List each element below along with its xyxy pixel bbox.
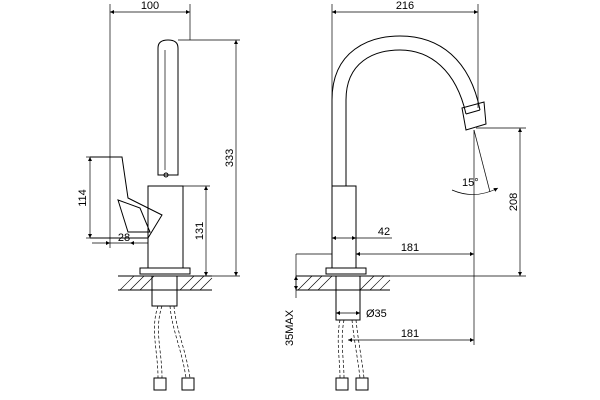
- right-hose-2b: [355, 319, 365, 379]
- right-spout-tip: [461, 101, 487, 131]
- left-hose-2: [169, 305, 187, 379]
- right-hose-1b: [341, 319, 345, 379]
- right-hose-nut-1: [335, 377, 349, 391]
- dim-label-100: 100: [141, 0, 159, 12]
- angle-arc: [451, 187, 499, 195]
- dim-label-114: 114: [77, 189, 89, 207]
- left-hose-nut-2: [181, 377, 195, 391]
- right-view: 216 208 15° 42 181 Ø35 181 35MAX: [284, 0, 526, 391]
- left-hose-1b: [158, 305, 163, 379]
- right-hose-2: [351, 319, 361, 379]
- right-counter-hatch: [296, 275, 391, 291]
- left-handle-lever: [90, 156, 163, 239]
- right-spout-outer: [331, 35, 481, 186]
- left-base-plate: [139, 267, 191, 275]
- dim-label-28: 28: [118, 232, 130, 244]
- left-hose-1: [154, 305, 159, 379]
- right-base-plate: [325, 267, 367, 275]
- left-handle-knob: [117, 199, 151, 233]
- left-aerator-dot: [163, 172, 169, 178]
- left-view: 100 333 114 131 28: [77, 0, 240, 391]
- right-shank: [335, 275, 361, 321]
- left-hose-nut-1: [153, 377, 167, 391]
- left-hose-2b: [173, 305, 191, 379]
- right-hose-1: [337, 319, 341, 379]
- left-shank: [151, 275, 178, 307]
- dim-label-131: 131: [194, 222, 206, 240]
- right-spout-inner: [345, 49, 467, 186]
- right-faucet-body: [331, 185, 357, 269]
- angle-ray: [473, 129, 491, 193]
- left-counter-hatch: [118, 275, 213, 291]
- dim-label-42: 42: [378, 226, 390, 238]
- dim-label-181-top: 181: [401, 242, 419, 254]
- dim-label-35max: 35MAX: [284, 309, 296, 346]
- right-hose-nut-2: [355, 377, 369, 391]
- dim-label-216: 216: [396, 0, 414, 12]
- left-faucet-column: [157, 39, 179, 176]
- dim-label-181-bottom: 181: [401, 328, 419, 340]
- angle-label: 15°: [462, 177, 479, 189]
- dim-label-35: Ø35: [366, 308, 387, 320]
- dim-label-208: 208: [508, 193, 520, 211]
- dim-label-333: 333: [224, 149, 236, 167]
- left-faucet-body: [147, 185, 184, 269]
